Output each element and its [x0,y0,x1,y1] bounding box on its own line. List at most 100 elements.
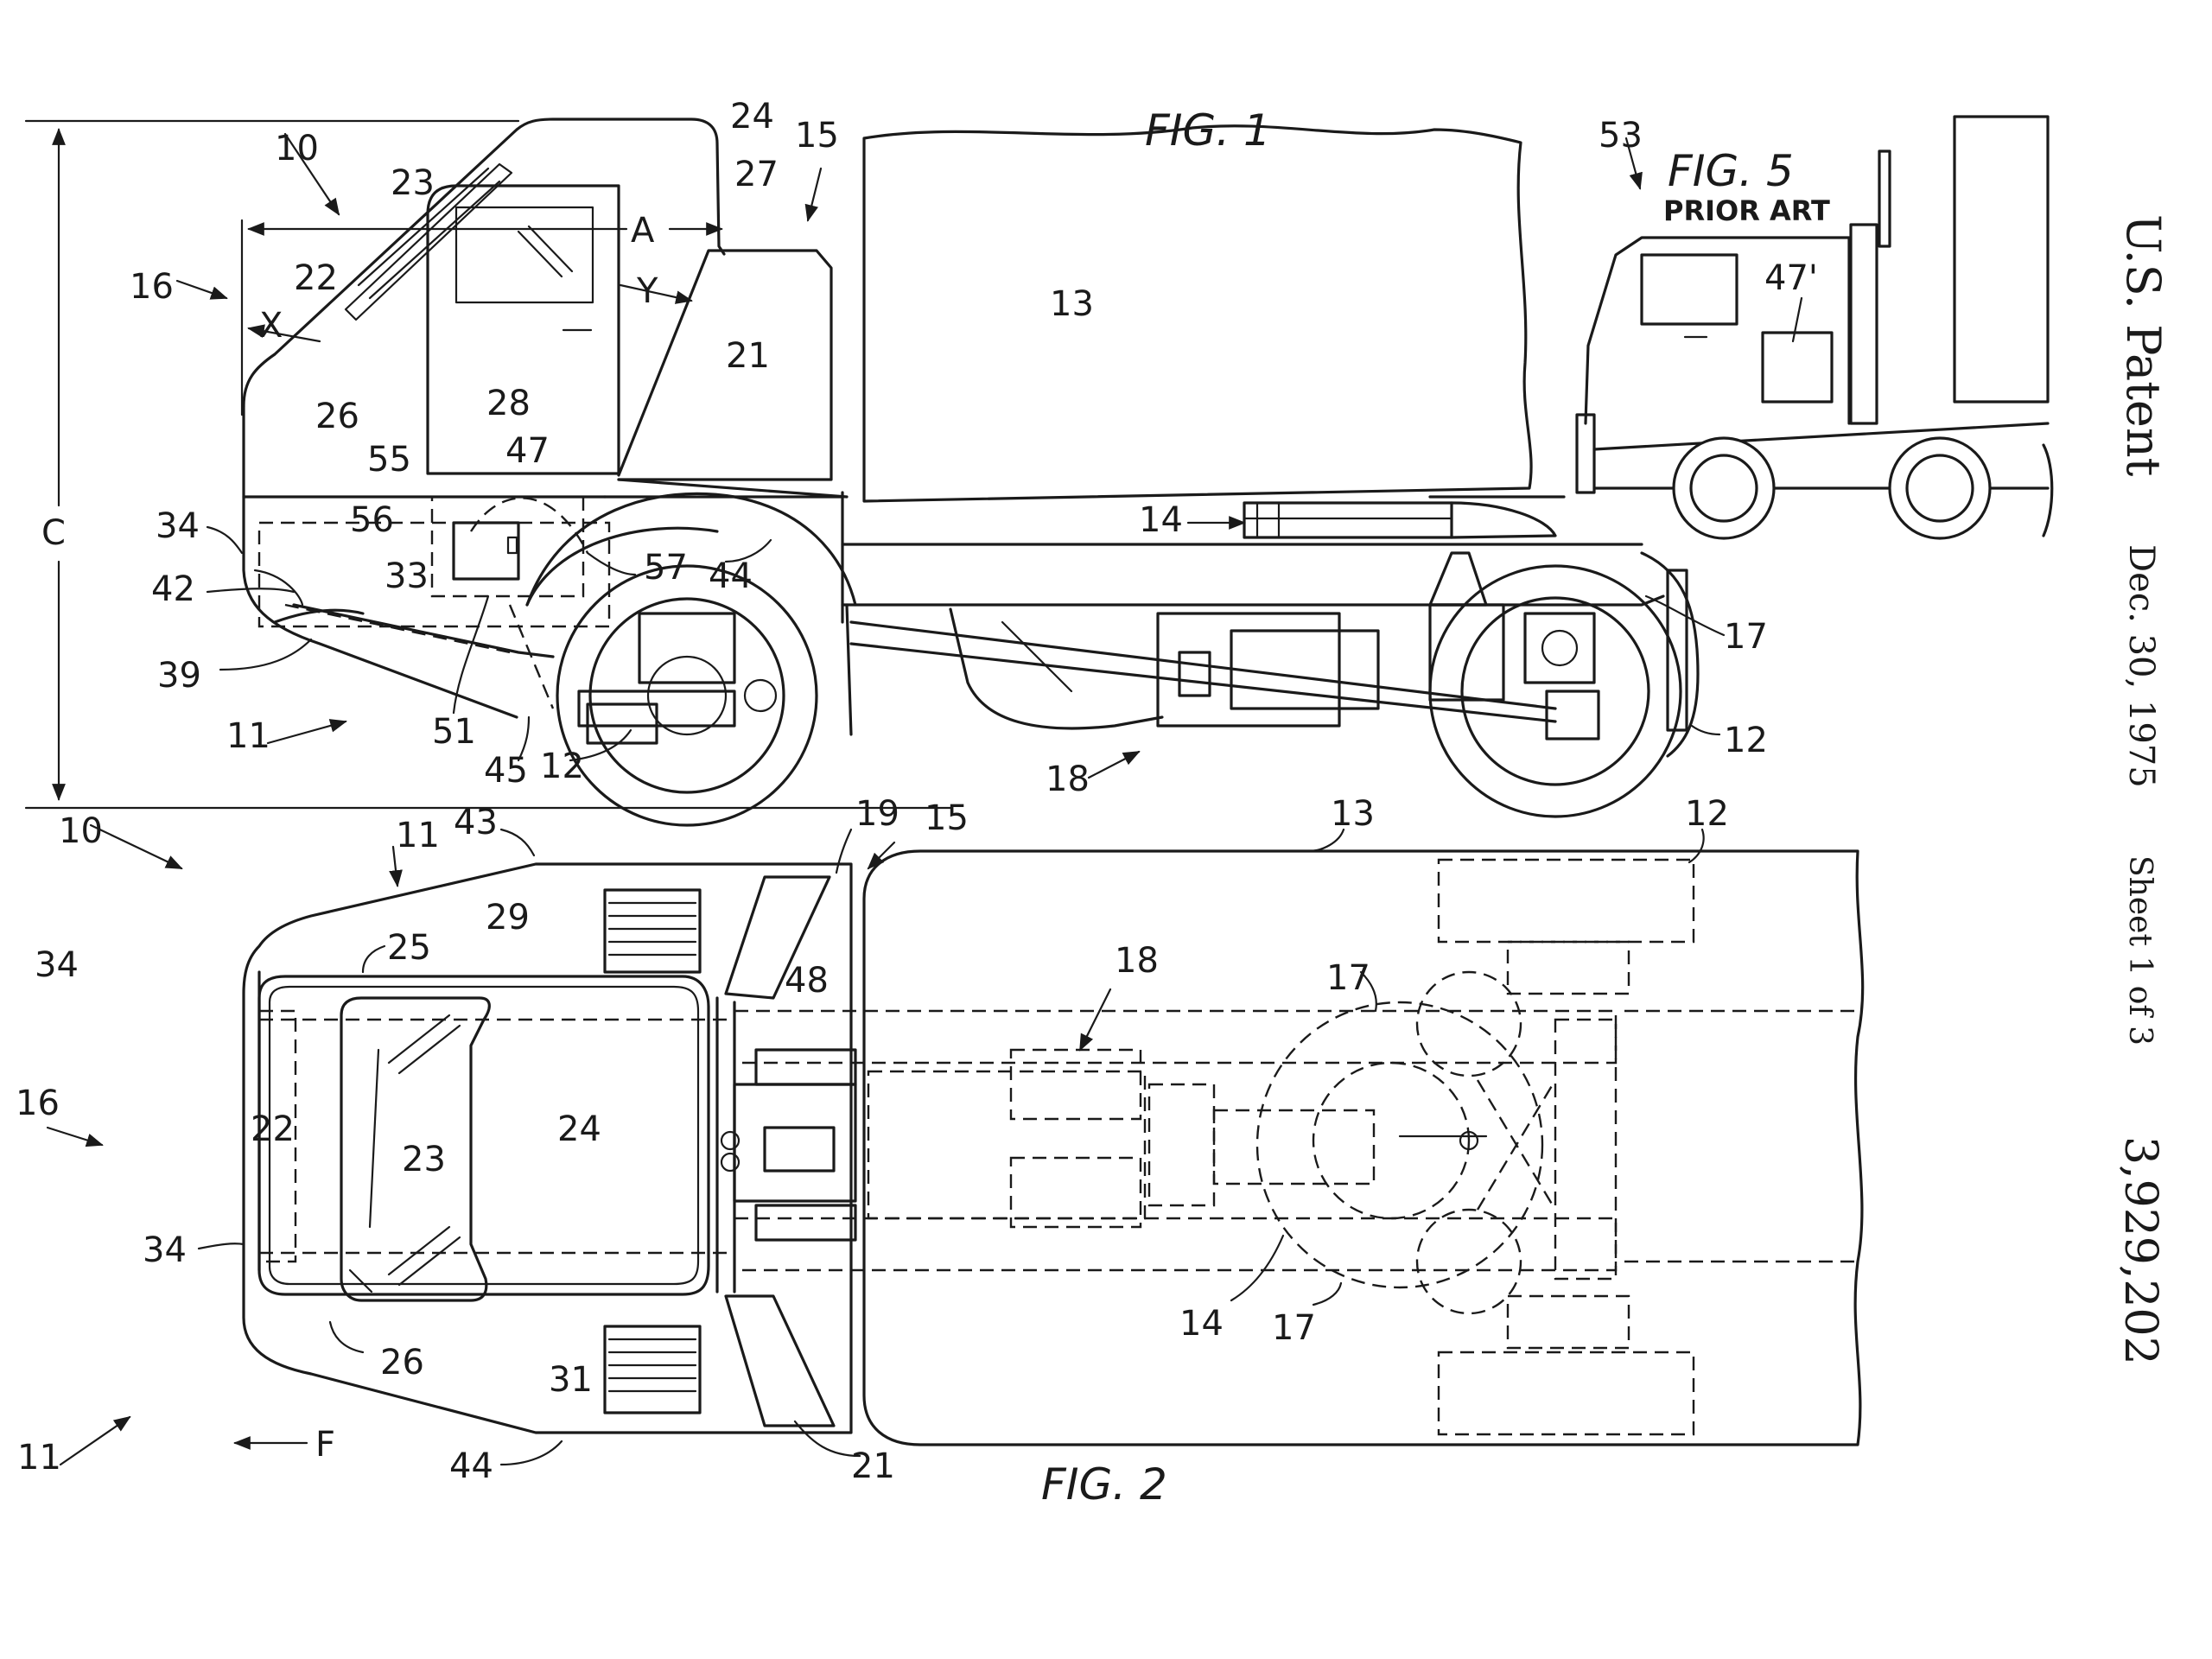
leader-57 [586,551,637,576]
arrow-icon [804,167,823,222]
fig1-title: FIG. 1 [1145,105,1271,156]
ref-label: 18 [1046,760,1090,799]
arrow-icon [1624,137,1643,190]
leader-17 [1644,594,1726,637]
ref-label: 43 [454,803,498,842]
leader-17-top [1359,970,1377,1013]
sheet-number: Sheet 1 of 3 [2122,855,2158,1046]
ref-label: 34 [143,1230,187,1270]
ref-label: 14 [1139,500,1183,540]
ref-label: 15 [925,798,969,838]
ref-label: 11 [396,816,440,855]
fig5-prior-art [1575,115,2054,540]
ref-label: 22 [294,258,338,298]
arrow-icon [1078,988,1112,1052]
ref-label: 13 [1050,284,1094,324]
leader-34-plan [197,1243,245,1250]
ref-label: 39 [157,656,201,696]
arrow-icon [389,845,403,887]
ref-label: 48 [785,961,829,1001]
arrow-icon [59,1415,131,1466]
ref-label: 21 [726,336,770,376]
fig5-title: FIG. 5 [1668,146,1794,196]
ref-label: 15 [795,116,839,156]
ref-label: 14 [1179,1304,1224,1344]
ref-label: 11 [17,1438,61,1478]
ref-label: 47 [505,431,550,471]
patent-number: 3,929,202 [2114,1136,2166,1365]
ref-label: 44 [709,556,753,596]
ref-label: 57 [644,548,688,588]
fig2-title: FIG. 2 [1041,1459,1167,1510]
ref-label: 21 [851,1446,895,1486]
ref-label: 11 [226,716,270,756]
vent-lower [603,1325,702,1414]
arrow-icon [266,719,347,745]
ref-label: 33 [385,556,429,596]
ref-label: 26 [315,397,359,436]
leader-45 [517,715,531,762]
patent-office: U.S. Patent [2116,214,2171,477]
ref-label: 42 [151,569,195,609]
dimension-a [240,219,723,416]
ref-label: F [315,1425,335,1465]
ref-label: 13 [1331,794,1375,834]
fig2-labels: FIG. 2 10 11 43 19 15 13 12 29 25 48 34 … [16,794,1729,1510]
ref-label: 51 [432,712,476,752]
leader-21 [793,1420,861,1458]
ref-label: Y [636,271,658,311]
front-wheel [525,492,857,827]
dimension-y [619,283,693,304]
fig5-labels: FIG. 5 PRIOR ART 53 47' [1599,116,1830,298]
ref-label: 24 [730,97,774,137]
fig1-side-view [24,118,1726,827]
patent-date: Dec. 30, 1975 [2121,544,2161,788]
leader-25 [361,944,386,974]
ref-label: 10 [59,811,103,851]
prior-art-label: PRIOR ART [1663,194,1830,227]
ref-label: 44 [449,1446,493,1486]
vent-upper [603,888,702,974]
arrow-icon [283,132,340,216]
ref-label: 25 [387,928,431,968]
dimension-x [247,324,321,343]
ref-label: 23 [402,1140,446,1179]
ref-label: 24 [557,1109,601,1149]
ref-label: 19 [855,794,899,834]
dimension-c-label: C [41,513,66,553]
ref-label: 34 [156,506,200,546]
ref-label: 12 [1724,721,1768,760]
ref-label: 17 [1326,958,1370,998]
ref-label: 55 [367,440,411,480]
ref-label: A [631,211,655,251]
ref-label: 31 [549,1360,593,1400]
ref-label: 28 [486,384,531,423]
fig1-labels: FIG. 1 10 24 15 27 23 A 16 22 X Y 21 13 … [41,97,1768,799]
leader-19 [835,828,853,874]
rear-wheel [1428,551,1700,818]
ref-label: X [259,306,283,346]
fig2-plan-view [46,823,1865,1466]
ref-label: 23 [391,163,435,203]
leader-26 [328,1320,365,1354]
ref-label: 16 [16,1084,60,1123]
trailer-body [862,124,1566,539]
leader-43 [499,828,536,857]
ref-label: 27 [734,155,779,194]
leader-12-rear [1690,724,1721,736]
leader-34 [206,525,244,555]
ref-label: 12 [1685,794,1729,834]
ref-label: 29 [486,898,530,938]
leader-42 [206,588,296,594]
ref-label: 17 [1272,1308,1316,1348]
leader-12 [1688,828,1705,864]
ref-label: 10 [275,129,319,168]
arrow-icon [867,841,896,870]
leader-13 [1307,828,1345,853]
patent-header-strip: U.S. Patent Dec. 30, 1975 Sheet 1 of 3 3… [2114,214,2171,1365]
ref-label: 12 [540,747,584,786]
leader-44 [724,538,772,563]
arrow-icon [89,823,183,870]
